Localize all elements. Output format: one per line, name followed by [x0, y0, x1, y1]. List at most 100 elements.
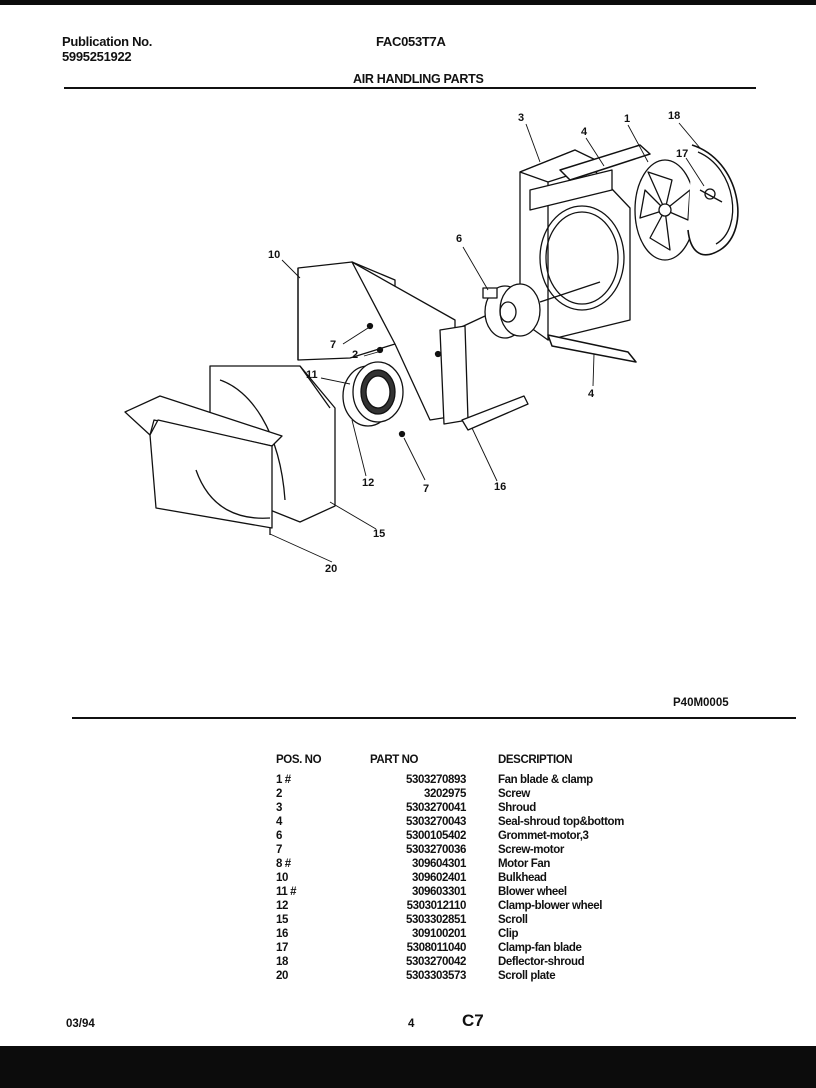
table-row: 4 5303270043 Seal-shroud top&bottom	[276, 815, 698, 829]
publication-label: Publication No.	[62, 34, 153, 49]
pos-cell: 8 #	[276, 858, 291, 870]
callout-11: 11	[306, 369, 318, 381]
desc-cell: Motor Fan	[498, 858, 550, 870]
scan-bottom-edge	[0, 1046, 816, 1088]
part-header: PART NO	[370, 754, 419, 766]
diagram-rule	[72, 717, 796, 719]
callout-7-upper: 7	[330, 339, 336, 351]
part-cell: 3202975	[424, 788, 466, 800]
part-cell: 309604301	[412, 858, 466, 870]
callout-2: 2	[352, 349, 358, 361]
desc-cell: Scroll	[498, 914, 528, 926]
table-row: 15 5303302851 Scroll	[276, 913, 698, 927]
desc-cell: Screw	[498, 788, 530, 800]
table-row: 7 5303270036 Screw-motor	[276, 843, 698, 857]
fan-blade-part	[634, 159, 696, 261]
pos-cell: 17	[276, 942, 288, 954]
desc-cell: Blower wheel	[498, 886, 567, 898]
callout-17: 17	[676, 148, 688, 160]
pos-cell: 11 #	[276, 886, 297, 898]
part-cell: 5303270041	[406, 802, 466, 814]
callout-7-lower: 7	[423, 483, 429, 495]
part-cell: 309100201	[412, 928, 466, 940]
callout-6: 6	[456, 233, 462, 245]
callout-12: 12	[362, 477, 374, 489]
table-row: 11 # 309603301 Blower wheel	[276, 885, 698, 899]
footer-date: 03/94	[66, 1018, 95, 1030]
figure-code: P40M0005	[673, 697, 729, 709]
desc-cell: Grommet-motor,3	[498, 830, 589, 842]
table-row: 18 5303270042 Deflector-shroud	[276, 955, 698, 969]
table-row: 1 # 5303270893 Fan blade & clamp	[276, 773, 698, 787]
motor-part	[454, 281, 601, 339]
shroud-part	[519, 149, 631, 341]
blower-wheel-part	[342, 361, 404, 427]
scan-top-edge	[0, 0, 816, 5]
callout-16: 16	[494, 481, 506, 493]
pos-cell: 7	[276, 844, 282, 856]
part-cell: 309602401	[412, 872, 466, 884]
callout-4-bottom: 4	[588, 388, 595, 400]
pos-cell: 2	[276, 788, 282, 800]
part-cell: 5303270042	[406, 956, 466, 968]
table-row: 12 5303012110 Clamp-blower wheel	[276, 899, 698, 913]
table-row: 2 3202975 Screw	[276, 787, 698, 801]
callout-1: 1	[624, 113, 630, 125]
table-row: 8 # 309604301 Motor Fan	[276, 857, 698, 871]
model-number: FAC053T7A	[376, 34, 446, 49]
pos-cell: 3	[276, 802, 282, 814]
table-row: 6 5300105402 Grommet-motor,3	[276, 829, 698, 843]
part-cell: 5303270893	[406, 774, 466, 786]
desc-cell: Deflector-shroud	[498, 956, 585, 968]
footer-page-code: C7	[462, 1011, 484, 1030]
desc-header: DESCRIPTION	[498, 754, 573, 766]
exploded-parts-diagram: 3 4 1 18 17 6 10 7 2 11 4 12 7 16 15 20	[124, 110, 739, 575]
part-cell: 5308011040	[406, 942, 467, 954]
part-cell: 5300105402	[406, 830, 466, 842]
pos-cell: 1 #	[276, 774, 291, 786]
publication-number: 5995251922	[62, 49, 132, 64]
pos-cell: 16	[276, 928, 288, 940]
desc-cell: Fan blade & clamp	[498, 774, 593, 786]
desc-cell: Scroll plate	[498, 970, 556, 982]
desc-cell: Seal-shroud top&bottom	[498, 816, 624, 828]
pos-cell: 15	[276, 914, 288, 926]
table-row: 20 5303303573 Scroll plate	[276, 969, 698, 983]
pos-cell: 12	[276, 900, 288, 912]
callout-10: 10	[268, 249, 280, 261]
pos-cell: 10	[276, 872, 288, 884]
pos-cell: 6	[276, 830, 282, 842]
bulkhead-part	[297, 261, 469, 425]
table-row: 16 309100201 Clip	[276, 927, 698, 941]
pos-cell: 4	[276, 816, 282, 828]
part-cell: 5303302851	[406, 914, 466, 926]
section-title: AIR HANDLING PARTS	[353, 72, 484, 86]
callout-4-top: 4	[581, 126, 588, 138]
desc-cell: Clamp-fan blade	[498, 942, 582, 954]
part-cell: 309603301	[412, 886, 466, 898]
desc-cell: Shroud	[498, 802, 536, 814]
part-cell: 5303270043	[406, 816, 466, 828]
desc-cell: Clamp-blower wheel	[498, 900, 602, 912]
pos-cell: 18	[276, 956, 288, 968]
callout-15: 15	[373, 528, 385, 540]
part-cell: 5303303573	[406, 970, 466, 982]
parts-table-header: POS. NO PART NO DESCRIPTION	[276, 754, 698, 773]
table-row: 17 5308011040 Clamp-fan blade	[276, 941, 698, 955]
desc-cell: Clip	[498, 928, 519, 940]
table-row: 10 309602401 Bulkhead	[276, 871, 698, 885]
part-cell: 5303012110	[406, 900, 467, 912]
callout-18: 18	[668, 110, 680, 122]
callout-3: 3	[518, 112, 524, 124]
scroll-plate-part	[124, 395, 283, 529]
pos-cell: 20	[276, 970, 288, 982]
parts-table: POS. NO PART NO DESCRIPTION 1 # 530327089…	[276, 754, 698, 983]
desc-cell: Bulkhead	[498, 872, 547, 884]
part-cell: 5303270036	[406, 844, 466, 856]
pos-header: POS. NO	[276, 754, 322, 766]
desc-cell: Screw-motor	[498, 844, 564, 856]
table-row: 3 5303270041 Shroud	[276, 801, 698, 815]
header-rule	[64, 87, 756, 89]
footer-page-number: 4	[408, 1018, 415, 1030]
callout-20: 20	[325, 563, 337, 575]
